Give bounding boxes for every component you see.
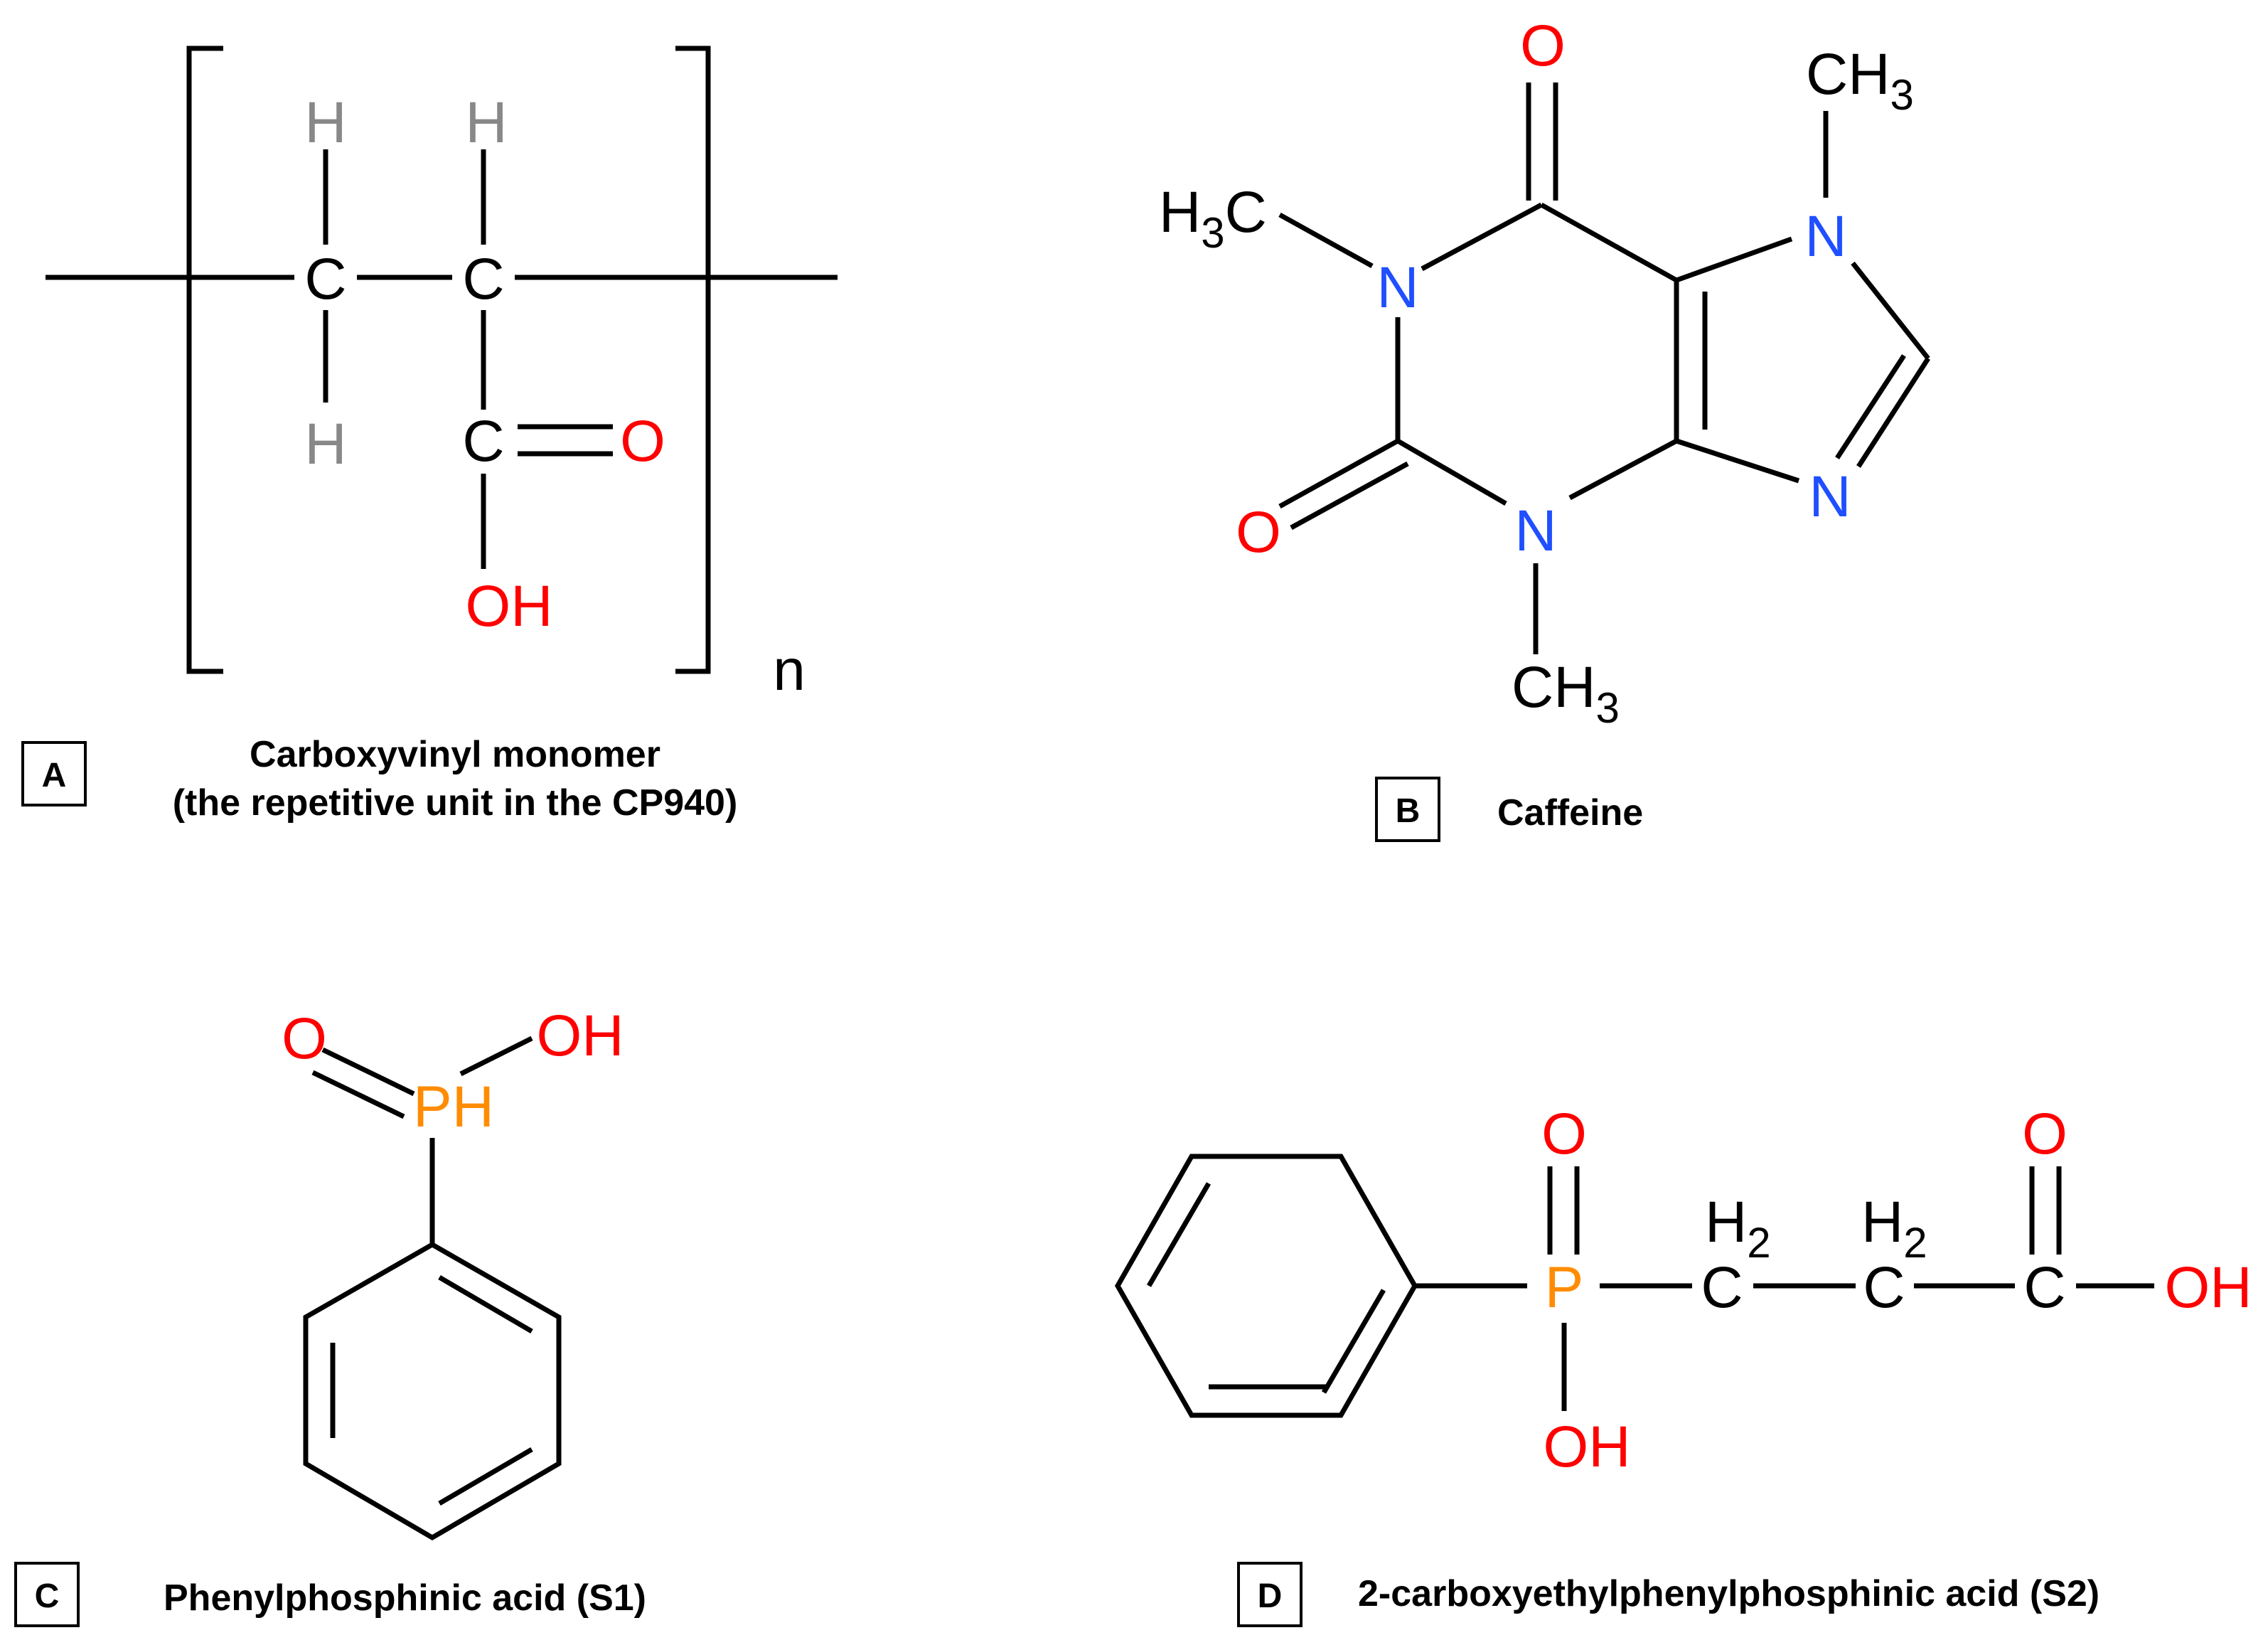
right-bracket (675, 46, 711, 674)
phosphinyl-oxygen: O (1541, 1102, 1587, 1166)
panel-letter-d: D (1258, 1577, 1283, 1615)
carbon-atom-2: C (462, 247, 504, 312)
panel-c-caption: Phenylphosphinic acid (S1) (164, 1577, 646, 1619)
hydroxyl-group: OH (466, 574, 553, 639)
panel-b-structure: O O N N N N CH3 H3C CH3 (1159, 14, 1930, 732)
methylene-hydrogens-2: H2 (1861, 1190, 1927, 1267)
nitrogen-atom-1: N (1376, 255, 1418, 320)
hydrogen-atom-2: H (465, 90, 507, 155)
panel-a-structure: H H C C H C O OH n (46, 46, 838, 703)
repeat-subscript: n (773, 638, 806, 703)
panel-b-label: B Caffeine (1375, 777, 1643, 842)
carboxyl-hydroxyl: OH (2165, 1255, 2252, 1320)
hydrogen-atom-3: H (304, 412, 346, 476)
panel-letter-b: B (1396, 792, 1421, 830)
carboxyl-oxygen: O (2022, 1102, 2068, 1166)
left-bracket (186, 46, 223, 674)
panel-b-caption: Caffeine (1497, 792, 1643, 834)
methyl-group-top: CH3 (1806, 42, 1914, 119)
methyl-group-left: H3C (1159, 180, 1267, 257)
panel-c-structure: O OH PH (282, 1003, 624, 1541)
carboxyl-carbon: C (2023, 1255, 2065, 1320)
panel-a-caption-line1: Carboxyvinyl monomer (250, 734, 660, 775)
phosphorus-atom: P (1545, 1255, 1584, 1320)
methyl-group-bottom: CH3 (1512, 655, 1620, 732)
methylene-carbon-2: C (1863, 1255, 1905, 1320)
nitrogen-atom-3: N (1514, 499, 1556, 563)
carbon-atom-1: C (304, 247, 346, 312)
panel-d-structure: O P OH C H2 C H2 C O OH (1114, 1102, 2252, 1479)
phosphinic-hydroxyl: OH (1544, 1415, 1631, 1479)
nitrogen-atom-7: N (1804, 204, 1846, 269)
carbon-atom-3: C (462, 409, 504, 474)
panel-d-caption: 2-carboxyethylphenylphosphinic acid (S2) (1358, 1573, 2099, 1614)
oxygen-atom: O (620, 409, 665, 474)
panel-a-label: A Carboxyvinyl monomer (the repetitive u… (21, 734, 738, 824)
panel-c-label: C Phenylphosphinic acid (S1) (14, 1562, 646, 1627)
nitrogen-atom-9: N (1809, 464, 1851, 529)
panel-letter-a: A (42, 757, 67, 794)
methylene-carbon-1: C (1701, 1255, 1743, 1320)
panel-a-caption-line2: (the repetitive unit in the CP940) (173, 782, 738, 824)
carbonyl-oxygen-top: O (1520, 14, 1566, 78)
hydroxyl-group: OH (537, 1003, 624, 1068)
phosphinyl-oxygen: O (282, 1006, 327, 1071)
methylene-hydrogens-1: H2 (1705, 1190, 1771, 1267)
panel-d-label: D 2-carboxyethylphenylphosphinic acid (S… (1237, 1562, 2099, 1627)
panel-letter-c: C (35, 1577, 60, 1615)
phosphorus-hydride: PH (413, 1075, 494, 1139)
carbonyl-oxygen-left: O (1236, 500, 1281, 565)
hydrogen-atom-1: H (304, 90, 346, 155)
